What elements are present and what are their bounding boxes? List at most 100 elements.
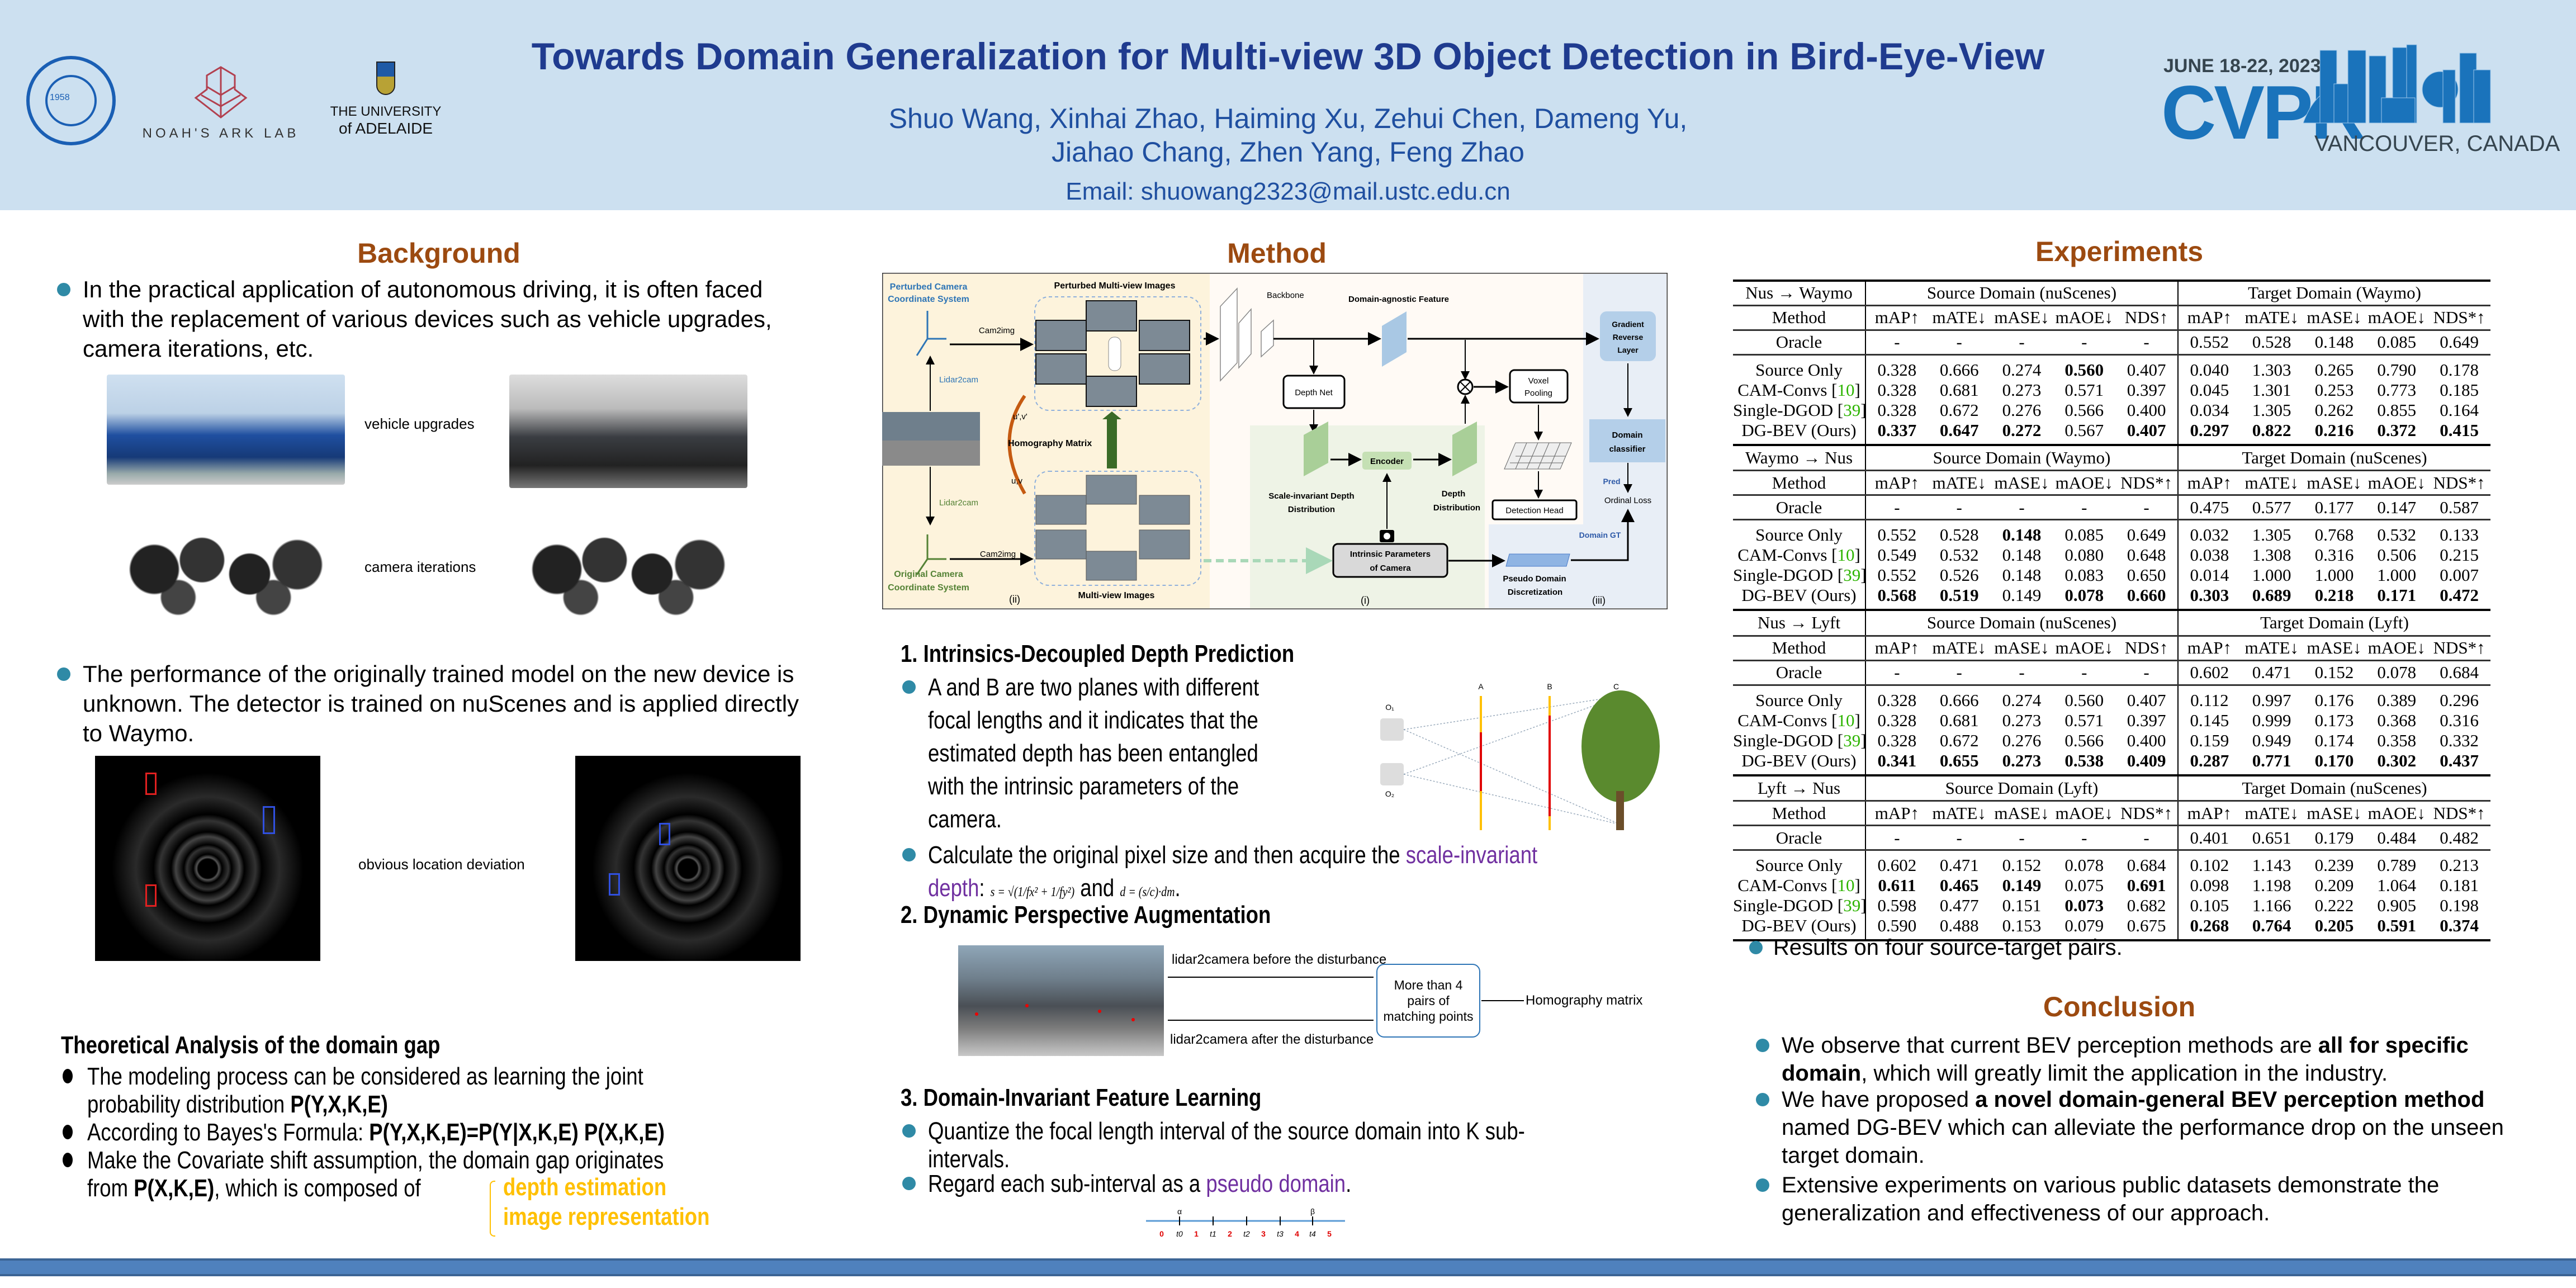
metric-value: 0.316 (2440, 710, 2479, 730)
after-disturbance-label: lidar2camera after the disturbance (1170, 1032, 1374, 1047)
citation-link[interactable]: 10 (1837, 710, 1855, 730)
metric-header: mAOE↓ (2365, 801, 2428, 826)
oracle-value: - (2115, 660, 2179, 686)
pseudo-domain-bar (1505, 553, 1570, 567)
backbone-label: Backbone (1267, 291, 1304, 300)
citation-link[interactable]: 39 (1843, 896, 1861, 915)
metric-value: 0.905 (2377, 896, 2417, 915)
part-ii-label: (ii) (1009, 594, 1020, 605)
target-domain-header: Target Domain (Waymo) (2177, 280, 2490, 306)
depth-distribution-label: Distribution (1433, 503, 1480, 513)
metric-header: mAP↑ (1865, 305, 1928, 331)
metric-value: 0.341 (1865, 750, 1928, 776)
metric-value: 0.675 (2115, 916, 2179, 941)
metric-value: 1.000 (2377, 565, 2417, 585)
component-depth-estimation: depth estimation (503, 1173, 667, 1201)
method-framework-figure: Perturbed Camera Coordinate System Pertu… (882, 273, 1668, 609)
method-label: Source Only (1755, 690, 1843, 710)
metric-header: NDS↑ (2115, 636, 2179, 661)
metric-header: NDS*↑ (2115, 801, 2179, 826)
oracle-value: - (2053, 330, 2116, 356)
metric-value: 0.568 (1865, 585, 1928, 611)
conclusion-bold: all for specific (2318, 1033, 2469, 1058)
method-label: Source Only (1755, 525, 1843, 544)
street-with-keypoints-image (958, 945, 1164, 1056)
scale-invariant-highlight: scale-invariant (1405, 841, 1538, 869)
citation-link[interactable]: 10 (1837, 545, 1855, 565)
pair-label: Lyft → Nus (1733, 776, 1866, 802)
theory-bullet3-line2: from P(X,K,E), which is composed of (87, 1176, 421, 1201)
component-image-representation: image representation (503, 1203, 710, 1230)
method-label: CAM-Convs (1737, 710, 1832, 730)
metric-header: mAP↑ (2177, 305, 2241, 331)
oracle-value: - (1865, 825, 1928, 851)
source-domain-header: Source Domain (nuScenes) (1865, 611, 2179, 637)
citation-link[interactable]: 39 (1843, 730, 1861, 750)
citation-link[interactable]: 10 (1837, 380, 1855, 400)
metric-value: 0.602 (1877, 855, 1917, 875)
metric-value: 0.855 (2377, 400, 2417, 420)
theory-bullet1-line2: probability distribution P(Y,X,K,E) (87, 1092, 388, 1117)
bullet-icon (63, 1153, 73, 1167)
tick-label: t3 (1277, 1229, 1284, 1238)
metric-value: 0.549 (1877, 545, 1917, 565)
metric-value: 0.397 (2115, 380, 2179, 400)
bullet-icon (57, 667, 70, 681)
metric-header: mATE↓ (1928, 470, 1991, 496)
email[interactable]: Email: shuowang2323@mail.ustc.edu.cn (1066, 178, 1510, 205)
pseudo-domain-index: 2 (1228, 1229, 1232, 1238)
ego-car-icon (1108, 337, 1121, 371)
theory-text: According to Bayes's Formula: (87, 1119, 370, 1146)
metric-value: 0.040 (2190, 359, 2229, 380)
metric-value: 0.034 (2190, 400, 2229, 420)
citation-link[interactable]: 39 (1843, 565, 1861, 585)
metric-value: 0.571 (2064, 710, 2104, 730)
metric-value: 0.102 (2190, 855, 2229, 875)
oracle-value: 0.148 (2303, 330, 2366, 356)
vehicle-upgrades-label: vehicle upgrades (364, 415, 475, 432)
metric-value: 0.007 (2440, 565, 2479, 585)
s1-text: and (1074, 874, 1120, 902)
depth-net-box (1282, 375, 1346, 409)
oracle-value: 0.078 (2365, 660, 2428, 686)
metric-value: 0.178 (2440, 359, 2479, 380)
conclusion-b2-line2: named DG-BEV which can alleviate the per… (1782, 1115, 2504, 1140)
metric-value: 0.328 (1877, 710, 1917, 730)
bullet-icon (1756, 1039, 1769, 1052)
metric-value: 0.660 (2115, 585, 2179, 611)
metric-value: 0.185 (2440, 380, 2479, 400)
conclusion-b2-line1: We have proposed a novel domain-general … (1782, 1088, 2484, 1111)
method-name: DG-BEV (Ours) (1733, 750, 1866, 776)
method-label: Single-DGOD (1733, 896, 1838, 915)
metric-value: 0.648 (2115, 545, 2179, 565)
citation-link[interactable]: 10 (1837, 875, 1855, 895)
bullet-icon (1756, 1093, 1769, 1106)
theory-text: from (87, 1175, 134, 1202)
gradient-reverse-layer-box (1600, 311, 1656, 361)
metric-value: 0.400 (2115, 400, 2179, 420)
conclusion-text: We observe that current BEV perception m… (1782, 1033, 2318, 1058)
metric-value: 0.372 (2365, 420, 2428, 446)
perturbed-camera-images (1035, 300, 1190, 407)
citation-link[interactable]: 39 (1843, 400, 1861, 420)
metric-value: 0.148 (2002, 525, 2042, 544)
s3-text: Regard each sub-interval as a (928, 1170, 1206, 1197)
pair-label: Waymo → Nus (1733, 446, 1866, 471)
bayes-formula: P(Y,X,K,E)=P(Y|X,K,E) P(X,K,E) (369, 1119, 665, 1146)
metric-value: 0.328 (1877, 400, 1917, 420)
metric-value: 0.209 (2314, 875, 2354, 895)
method-name: Single-DGOD [39] (1733, 896, 1867, 916)
metric-value: 0.075 (2064, 875, 2104, 895)
method-column-header: Method (1733, 636, 1866, 661)
perturbed-images-group (1034, 296, 1201, 411)
metric-value: 0.151 (2002, 896, 2042, 915)
background-heading: Background (357, 238, 520, 269)
metric-value: 0.149 (1990, 585, 2053, 611)
method-label: CAM-Convs (1737, 875, 1832, 895)
method-column-header: Method (1733, 305, 1866, 331)
oracle-value: - (1928, 660, 1991, 686)
oracle-value: - (1928, 330, 1991, 356)
